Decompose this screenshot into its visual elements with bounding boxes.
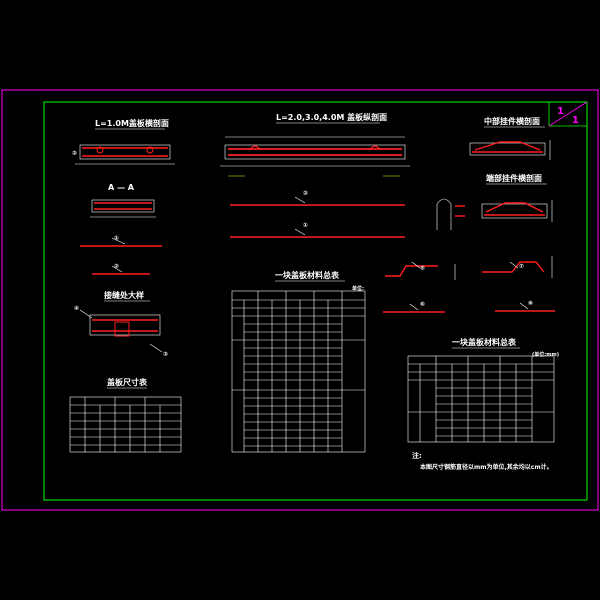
notes-line-1: 本图尺寸钢筋直径以mm为单位,其余均以cm计。 bbox=[420, 463, 553, 471]
size-table bbox=[69, 396, 182, 453]
svg-text:②: ② bbox=[114, 263, 119, 270]
rebar-detail-1: ① bbox=[80, 235, 162, 247]
title-middle-hanger: 中部挂件横剖面 bbox=[484, 116, 540, 126]
svg-text:②: ② bbox=[303, 190, 308, 197]
l1-section-drawing: ② bbox=[72, 144, 175, 165]
title-material-table-2: 一块盖板材料总表 bbox=[452, 337, 517, 347]
title-longitudinal-section: L=2.0,3.0,4.0M 盖板纵剖面 bbox=[276, 112, 387, 122]
rebar-long-2: ① bbox=[230, 222, 405, 238]
title-material-table-1: 一块盖板材料总表 bbox=[275, 270, 340, 280]
title-end-hanger: 端部挂件横剖面 bbox=[486, 173, 542, 183]
svg-text:⑧: ⑧ bbox=[528, 300, 533, 307]
sheet-number-block: 1 1 bbox=[548, 101, 588, 127]
svg-text:①: ① bbox=[114, 235, 119, 242]
material-table-1 bbox=[231, 290, 366, 453]
title-joint-detail: 接缝处大样 bbox=[104, 290, 144, 300]
middle-hanger-drawing bbox=[469, 140, 551, 160]
bar-detail-4: ⑧ bbox=[495, 300, 555, 312]
hook-detail bbox=[436, 198, 465, 230]
sheet-number-top: 1 bbox=[557, 106, 564, 117]
rebar-detail-2: ② bbox=[92, 263, 150, 275]
inner-frame bbox=[43, 101, 588, 501]
title-l1-section: L=1.0M盖板横剖面 bbox=[95, 118, 169, 128]
svg-text:⑦: ⑦ bbox=[519, 263, 524, 270]
notes-heading: 注: bbox=[412, 451, 422, 460]
bar-detail-3: ⑥ bbox=[383, 301, 445, 313]
svg-text:⑥: ⑥ bbox=[420, 301, 425, 308]
rebar-long-1: ② bbox=[230, 190, 405, 206]
bent-bar-2: ⑦ bbox=[482, 256, 553, 278]
end-hanger-drawing bbox=[481, 200, 553, 222]
section-a-label: A — A bbox=[108, 183, 135, 192]
joint-detail-drawing: ④ ③ bbox=[74, 305, 168, 358]
material-table-2 bbox=[407, 355, 555, 443]
svg-text:④: ④ bbox=[74, 305, 79, 312]
unit-label-1: 单位: bbox=[352, 285, 364, 292]
svg-text:⑤: ⑤ bbox=[420, 265, 425, 272]
svg-text:②: ② bbox=[72, 150, 77, 157]
bent-bar-1: ⑤ bbox=[385, 261, 456, 280]
svg-text:③: ③ bbox=[163, 351, 168, 358]
outer-frame bbox=[1, 89, 599, 511]
longitudinal-section-drawing bbox=[220, 136, 410, 177]
unit-label-2: (单位:mm) bbox=[532, 351, 559, 358]
title-size-table: 盖板尺寸表 bbox=[107, 377, 148, 387]
sheet-number-bottom: 1 bbox=[572, 115, 579, 126]
svg-text:①: ① bbox=[303, 222, 308, 229]
section-a-drawing bbox=[90, 199, 156, 218]
